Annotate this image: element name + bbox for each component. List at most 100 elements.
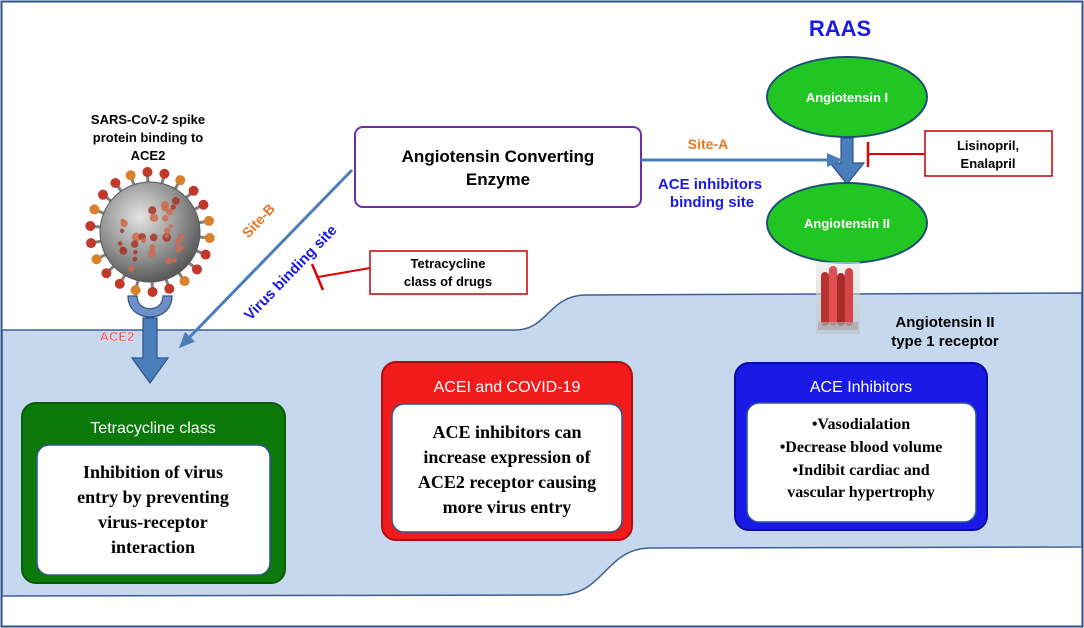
virus-surface-dot — [175, 238, 181, 245]
panel-tetracycline: Tetracycline class Inhibition of virus e… — [21, 402, 286, 584]
virus-caption-line-3: ACE2 — [131, 148, 166, 163]
virus-surface-dot — [131, 240, 139, 248]
virus-surface-dot — [175, 246, 182, 253]
virus-spike-head — [203, 215, 214, 226]
panel-tetracycline-body-4: interaction — [111, 537, 195, 557]
virus-spike-head — [159, 168, 170, 179]
panel-ace-inhibitors-body-3: •Indibit cardiac and — [792, 462, 929, 479]
panel-acei-covid-body-2: increase expression of — [423, 447, 591, 467]
tetracycline-drugs-line-1: Tetracycline — [411, 256, 486, 271]
virus-surface-dot — [140, 237, 147, 243]
raas-title: RAAS — [809, 16, 871, 41]
panel-ace-inhibitors-body-2: •Decrease blood volume — [780, 439, 943, 456]
virus-spike-head — [142, 167, 153, 178]
virus-surface-dot — [149, 233, 158, 242]
virus-spike-head — [198, 199, 209, 210]
virus-surface-dot — [164, 233, 169, 239]
virus-spike-head — [147, 286, 158, 297]
virus-surface-dot — [117, 241, 123, 246]
virus-surface-dot — [128, 265, 135, 272]
virus-spike-head — [85, 221, 96, 232]
virus-surface-dot — [149, 213, 159, 222]
virus-surface-dot — [149, 244, 156, 251]
angiotensin-i-label: Angiotensin I — [806, 90, 888, 105]
lisinopril-line-1: Lisinopril, — [957, 138, 1019, 153]
virus-spike-head — [89, 204, 100, 215]
ace-inhibitors-site-line-2: binding site — [670, 194, 754, 211]
ace-enzyme-line-2: Enzyme — [466, 170, 530, 189]
panel-ace-inhibitors-body-4: vascular hypertrophy — [787, 484, 934, 501]
virus-caption-line-2: protein binding to — [93, 130, 204, 145]
virus-spike-head — [125, 170, 136, 181]
virus-surface-dot — [148, 206, 157, 215]
virus-spike-head — [130, 285, 141, 296]
virus-spike-head — [114, 278, 125, 289]
virus-spike-head — [164, 283, 175, 294]
virus-surface-dot — [132, 256, 138, 262]
virus-spike-head — [204, 232, 215, 243]
ace2-label: ACE2 — [100, 329, 135, 344]
virus-surface-dot — [131, 232, 141, 242]
virus-spike-head — [191, 264, 202, 275]
virus-spike-head — [188, 185, 199, 196]
virus-surface-dot — [120, 219, 128, 228]
receptor-icon — [816, 262, 860, 334]
virus-spike-head — [200, 249, 211, 260]
virus-surface-dot — [172, 257, 177, 263]
panel-tetracycline-body-3: virus-receptor — [98, 512, 208, 532]
at1-receptor-line-2: type 1 receptor — [891, 333, 999, 350]
virus-surface-dot — [166, 208, 174, 216]
at1-receptor-line-1: Angiotensin II — [895, 314, 994, 331]
virus-surface-dot — [119, 228, 125, 234]
virus-surface-dot — [133, 249, 138, 255]
virus-spike-head — [179, 276, 190, 287]
coronavirus-icon — [85, 167, 215, 297]
virus-spike-head — [91, 254, 102, 265]
virus-surface-dot — [165, 257, 173, 265]
angiotensin-ii-node: Angiotensin II — [766, 182, 928, 264]
virus-surface-dot — [178, 233, 184, 240]
panel-tetracycline-body-1: Inhibition of virus — [83, 462, 223, 482]
virus-surface-dot — [162, 215, 169, 222]
panel-ace-inhibitors-header: ACE Inhibitors — [810, 379, 912, 396]
virus-surface-dot — [147, 249, 156, 258]
virus-spike-head — [86, 238, 97, 249]
virus-surface-dots — [117, 197, 184, 272]
lisinopril-box: Lisinopril, Enalapril — [924, 130, 1053, 177]
virus-surface-dot — [170, 204, 176, 210]
panel-tetracycline-body-2: entry by preventing — [77, 487, 229, 507]
virus-surface-dot — [160, 200, 170, 210]
virus-spike-head — [98, 189, 109, 200]
panel-tetracycline-header: Tetracycline class — [90, 420, 215, 437]
panel-ace-inhibitors: ACE Inhibitors •Vasodialation •Decrease … — [734, 362, 988, 531]
tetracycline-drugs-box: Tetracycline class of drugs — [369, 250, 528, 295]
angiotensin-ii-label: Angiotensin II — [804, 216, 890, 231]
tetracycline-inhibition-marker — [310, 263, 371, 291]
site-a-label: Site-A — [688, 136, 728, 152]
panel-acei-covid-body-4: more virus entry — [443, 497, 572, 517]
ace-enzyme-box: Angiotensin Converting Enzyme — [354, 126, 642, 208]
ace-enzyme-line-1: Angiotensin Converting — [402, 147, 595, 166]
panel-acei-covid: ACEI and COVID-19 ACE inhibitors can inc… — [381, 361, 633, 541]
virus-body — [99, 181, 201, 283]
virus-spike-head — [110, 177, 121, 188]
site-b-arrow — [178, 168, 354, 349]
ace2-entry-arrow — [130, 317, 170, 385]
lisinopril-line-2: Enalapril — [961, 156, 1016, 171]
virus-surface-dot — [168, 224, 173, 229]
virus-spike-head — [175, 175, 186, 186]
virus-caption-line-1: SARS-CoV-2 spike — [91, 112, 205, 127]
panel-acei-covid-header: ACEI and COVID-19 — [434, 379, 581, 396]
tetracycline-drugs-line-2: class of drugs — [404, 274, 492, 289]
lisinopril-inhibition-marker — [866, 142, 925, 167]
panel-acei-covid-body-3: ACE2 receptor causing — [418, 472, 596, 492]
virus-surface-dot — [164, 227, 171, 234]
virus-surface-dot — [119, 246, 128, 255]
virus-spikes — [85, 167, 215, 297]
virus-spike-head — [101, 268, 112, 279]
virus-surface-dot — [171, 197, 180, 205]
angiotensin-i-node: Angiotensin I — [766, 56, 928, 138]
panel-ace-inhibitors-body-1: •Vasodialation — [812, 416, 910, 433]
